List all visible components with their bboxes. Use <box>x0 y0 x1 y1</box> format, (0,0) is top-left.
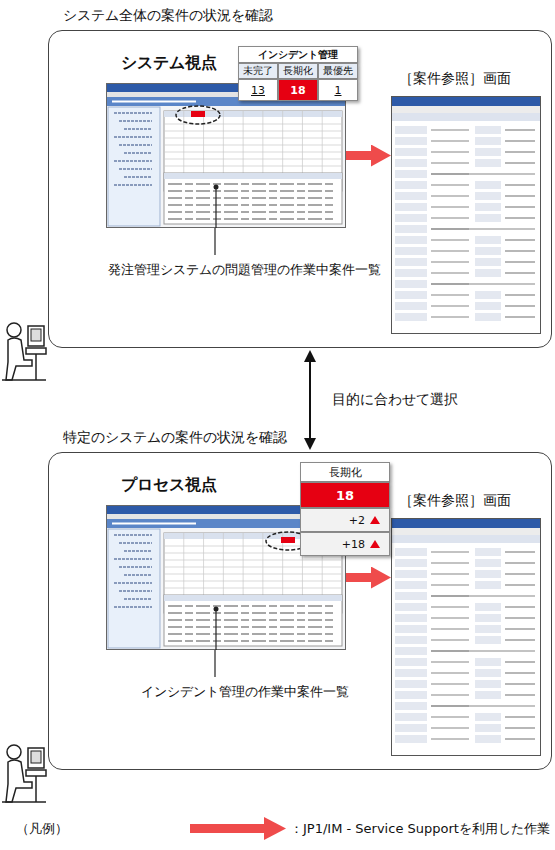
screen-capture: システム視点発注管理システムの問題管理の作業中案件一覧 <box>106 83 346 228</box>
choice-arrow <box>309 362 311 438</box>
callout-cell: 未完了 <box>238 63 278 79</box>
reference-screen: ［案件参照］画面 <box>391 96 541 334</box>
legend-arrow <box>190 817 286 840</box>
callout-cell: 長期化 <box>300 462 390 482</box>
callout-text: 13 <box>251 84 265 97</box>
callout-text: 最優先 <box>323 64 353 78</box>
screen-illustration <box>106 83 346 228</box>
callout-text: 未完了 <box>243 64 273 78</box>
callout-text: +2 <box>349 514 365 527</box>
view-title: プロセス視点 <box>121 475 217 494</box>
person-icon <box>2 745 46 802</box>
edge-label: 目的に合わせて選択 <box>330 391 460 409</box>
callout-cell: 長期化 <box>278 63 318 79</box>
callout-cell: 1 <box>318 79 358 101</box>
work-arrow <box>346 573 371 582</box>
callout-text: インシデント管理 <box>258 48 338 62</box>
panel-heading: 特定のシステムの案件の状況を確認 <box>63 429 287 446</box>
callout-text: 1 <box>335 84 342 97</box>
callout-cell: 13 <box>238 79 278 101</box>
view-title: ［案件参照］画面 <box>399 492 511 509</box>
screen-caption: 発注管理システムの問題管理の作業中案件一覧 <box>108 262 381 278</box>
callout-cell: インシデント管理 <box>238 46 358 63</box>
legend-heading: （凡例） <box>16 820 68 838</box>
legend-text: ：JP1/IM - Service Supportを利用した作業 <box>290 821 550 836</box>
increase-triangle <box>369 515 381 525</box>
callout-cell: 18 <box>300 482 390 508</box>
form-illustration <box>391 518 541 756</box>
callout-text: 長期化 <box>283 64 313 78</box>
callout-text: 18 <box>290 84 305 97</box>
callout-text: +18 <box>342 538 365 551</box>
callout-cell: +2 <box>300 508 390 532</box>
legend-entry: ：JP1/IM - Service Supportを利用した作業 <box>290 820 550 838</box>
form-illustration <box>391 96 541 334</box>
callout-cell: 18 <box>278 79 318 101</box>
callout-text: 長期化 <box>329 465 362 480</box>
callout-cell: 最優先 <box>318 63 358 79</box>
person-icon <box>2 323 46 380</box>
screen-caption: インシデント管理の作業中案件一覧 <box>141 684 349 700</box>
increase-triangle <box>369 539 381 549</box>
view-title: システム視点 <box>121 53 217 72</box>
callout-cell: +18 <box>300 532 390 556</box>
callout-text: 18 <box>336 488 354 503</box>
reference-screen: ［案件参照］画面 <box>391 518 541 756</box>
view-title: ［案件参照］画面 <box>399 70 511 87</box>
panel-heading: システム全体の案件の状況を確認 <box>63 7 273 24</box>
work-arrow <box>346 151 371 160</box>
legend-heading-text: （凡例） <box>16 821 68 836</box>
